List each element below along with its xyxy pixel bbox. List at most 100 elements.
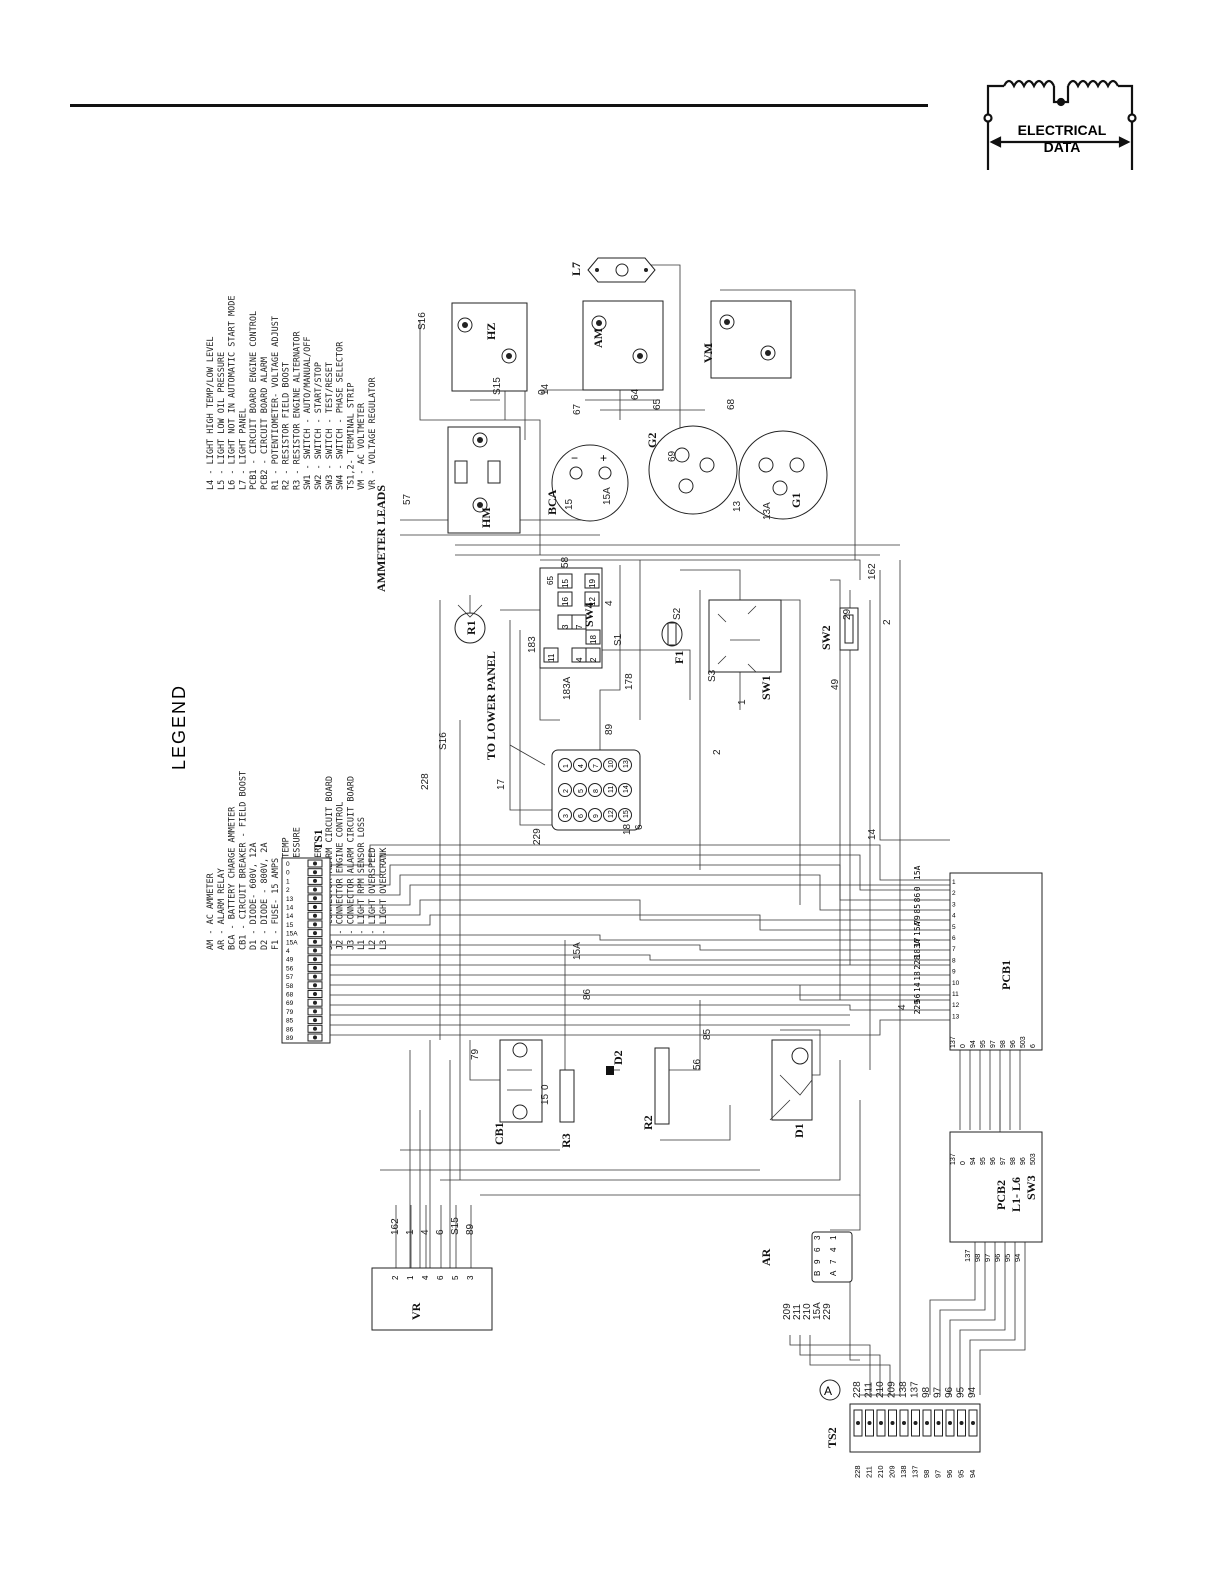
wire-number: S15: [492, 377, 503, 395]
legend-entry: SW2 - SWITCH - START/STOP: [314, 362, 324, 490]
legend-entry: CB1 - CIRCUIT BREAKER - FIELD BOOST: [238, 771, 248, 950]
wire-number: 67: [572, 403, 583, 415]
connector-pin: [558, 783, 572, 797]
terminal-screw: [313, 870, 317, 875]
pcb2-pin-label: 96: [1020, 1157, 1027, 1165]
l1-l6-label: L1- L6: [1009, 1177, 1023, 1212]
am-label: AM: [591, 328, 605, 348]
terminal-screw: [313, 922, 317, 927]
legend-entry: R2 - RESISTOR FIELD BOOST: [282, 362, 292, 490]
wire-number: 13A: [762, 502, 773, 520]
pcb1-pin-label: 228: [913, 955, 922, 970]
legend-entry: J2 - CONNECTOR ENGINE CONTROL: [336, 802, 346, 950]
terminal-label: 15: [286, 922, 294, 929]
wire-number: 178: [624, 673, 635, 690]
connector-pin-label: 8: [593, 789, 600, 793]
terminal-label: 79: [286, 1009, 294, 1016]
pcb1-pin-label: 183A: [913, 939, 922, 958]
r3-label: R3: [559, 1133, 573, 1148]
pcb1-pin-number: 1: [952, 879, 956, 886]
wire-number: 13: [732, 500, 743, 512]
sw4-pin-label: 7: [575, 624, 584, 629]
wire-number: S16: [438, 732, 449, 750]
pcb1-pin-number: 5: [952, 924, 956, 931]
legend-entry: VR - VOLTAGE REGULATOR: [368, 377, 378, 490]
pcb2-j2-label: 98: [973, 1254, 982, 1262]
ar-pin-label: A: [829, 1270, 838, 1276]
ar-wire-label: 15A: [812, 1302, 823, 1320]
terminal-screw: [913, 1421, 918, 1425]
legend-entry: BCA - BATTERY CHARGE AMMETER: [228, 806, 238, 950]
ar-label: AR: [759, 1248, 773, 1266]
terminal-label: 13: [286, 896, 294, 903]
pcb1-pin-label: 0: [913, 886, 922, 891]
terminal-label: 89: [286, 1035, 294, 1042]
legend-entry: VM - AC VOLTMETER: [357, 402, 367, 490]
terminal-label: 14: [286, 905, 294, 912]
pcb1-pin-number: 11: [952, 991, 959, 998]
terminal-label: 68: [286, 992, 294, 999]
pcb2-pin-label: 94: [970, 1157, 977, 1165]
water-temp-gauge-g1: G1: [738, 430, 828, 520]
terminal-label: 69: [286, 1000, 294, 1007]
terminal-screw: [313, 1026, 317, 1031]
g1-label: G1: [789, 493, 803, 508]
wire-number: 15: [564, 498, 575, 510]
ar-pin-label: 7: [829, 1259, 838, 1264]
vm-label: VM: [701, 343, 715, 363]
connector-pin: [573, 758, 587, 772]
j2-pin-label: 95: [980, 1040, 987, 1048]
connector-pin-label: 2: [563, 789, 570, 793]
badge-line2: DATA: [1044, 139, 1081, 155]
connector-pin: [603, 808, 617, 822]
pcb1-pin-label: 229: [913, 1000, 922, 1015]
g2-label: G2: [645, 433, 659, 448]
connector-pin-label: 1: [563, 764, 570, 768]
j2-pin-label: 98: [1000, 1040, 1007, 1048]
j2-pin-label: 503: [1020, 1036, 1027, 1048]
wire-number: 14: [540, 383, 551, 395]
ts2-wire-label: 210: [875, 1381, 886, 1398]
vr-pin-label: 6: [436, 1275, 445, 1280]
pcb1-pin-label: 85: [913, 904, 922, 914]
terminal-label: 95: [957, 1470, 966, 1478]
svg-text:+: +: [600, 451, 607, 465]
connector-pin: [588, 783, 602, 797]
terminal-screw: [313, 974, 317, 979]
terminal-label: 85: [286, 1018, 294, 1025]
ar-wire-label: 229: [822, 1303, 833, 1320]
terminal-label: 211: [865, 1466, 874, 1478]
pcb1-pin-number: 13: [952, 1013, 960, 1020]
start-stop-switch-sw2: SW2: [819, 607, 859, 651]
terminal-strip-ts1: 00121314141515A15A449565758686979858689 …: [281, 829, 331, 1044]
connector-pin: [558, 758, 572, 772]
wire-number: 15A: [572, 942, 583, 960]
j2-pin-label: 137: [950, 1036, 957, 1048]
connector-pin: [603, 758, 617, 772]
terminal-screw: [902, 1421, 906, 1425]
pcb2-j2-label: 97: [983, 1254, 992, 1262]
legend-title: LEGEND: [169, 684, 189, 770]
pcb2-j2-label: 94: [1013, 1254, 1022, 1262]
pcb2-pin-label: 95: [980, 1157, 987, 1165]
connector-pin: [588, 808, 602, 822]
ac-voltmeter-vm: VM: [701, 300, 792, 379]
wire-number: S1: [613, 633, 624, 646]
connector-pin: [603, 783, 617, 797]
sw2-label: SW2: [819, 625, 833, 650]
ar-wire-label: 211: [792, 1304, 803, 1320]
header-rule: [70, 104, 928, 107]
terminal-screw: [313, 913, 317, 918]
terminal-label: 138: [899, 1465, 908, 1478]
sw4-pin-label: 19: [588, 579, 597, 588]
ar-wire-label: 209: [782, 1303, 793, 1320]
j2-pin-label: 94: [970, 1040, 977, 1048]
wire-number: S2: [672, 607, 683, 620]
wire-number: S3: [707, 669, 718, 682]
wire-number: 64: [630, 388, 641, 400]
ar-pin-label: 1: [829, 1235, 838, 1240]
connector-pin-label: 9: [593, 814, 600, 818]
ar-pin-label: 4: [829, 1247, 838, 1252]
ts2-wire-label: 228: [852, 1381, 863, 1398]
pcb1-pin-number: 12: [952, 1002, 960, 1009]
